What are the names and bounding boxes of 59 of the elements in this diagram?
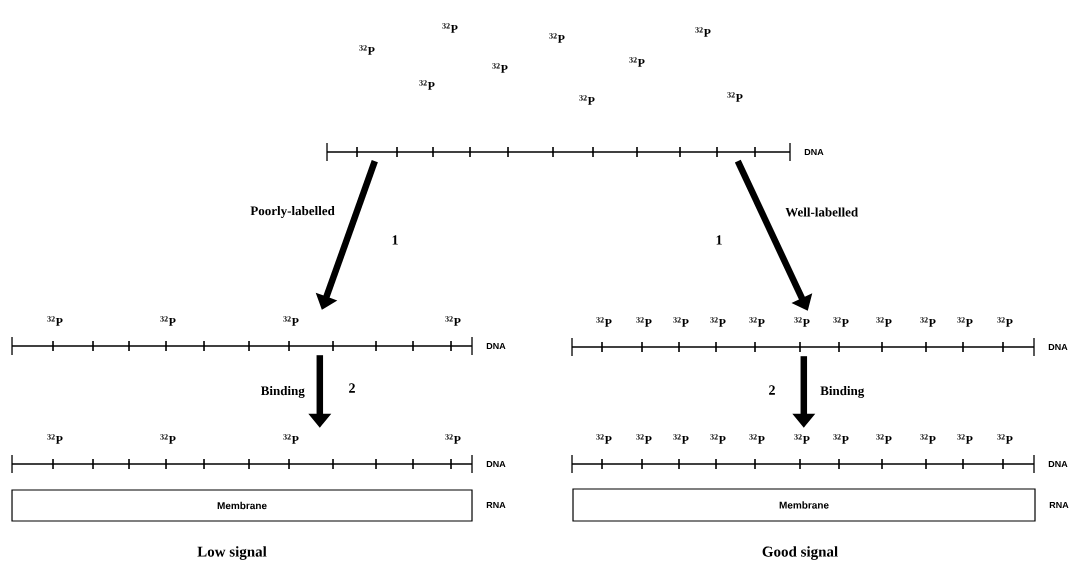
- isotope-label: $^{32}$P: [673, 317, 689, 327]
- beside-label: DNA: [486, 342, 506, 350]
- isotope-label: $^{32}$P: [997, 434, 1013, 444]
- isotope-label: $^{32}$P: [549, 33, 565, 43]
- dna-strand-drawing: [326, 142, 791, 162]
- isotope-label: $^{32}$P: [876, 317, 892, 327]
- isotope-label: $^{32}$P: [419, 80, 435, 90]
- isotope-label: $^{32}$P: [920, 317, 936, 327]
- step-number: 1: [392, 235, 398, 245]
- isotope-label: $^{32}$P: [794, 434, 810, 444]
- edge-label: Binding: [260, 386, 305, 398]
- isotope-label: $^{32}$P: [442, 23, 458, 33]
- isotope-label: $^{32}$P: [833, 317, 849, 327]
- beside-label: DNA: [1048, 460, 1068, 468]
- isotope-label: $^{32}$P: [629, 57, 645, 67]
- caption: Good signal: [762, 546, 838, 560]
- isotope-label: $^{32}$P: [160, 316, 176, 326]
- isotope-label: $^{32}$P: [957, 434, 973, 444]
- step-number: 2: [349, 383, 355, 393]
- isotope-label: $^{32}$P: [359, 45, 375, 55]
- step-number: 1: [716, 235, 722, 245]
- isotope-label: $^{32}$P: [160, 434, 176, 444]
- isotope-label: $^{32}$P: [727, 92, 743, 102]
- beside-label: DNA: [804, 148, 824, 156]
- isotope-label: $^{32}$P: [579, 95, 595, 105]
- isotope-label: $^{32}$P: [492, 63, 508, 73]
- beside-label: DNA: [486, 460, 506, 468]
- step-number: 2: [769, 385, 775, 395]
- isotope-label: $^{32}$P: [445, 316, 461, 326]
- isotope-label: $^{32}$P: [695, 27, 711, 37]
- isotope-label: $^{32}$P: [749, 434, 765, 444]
- beside-label: RNA: [486, 501, 506, 509]
- edge-label: Well-labelled: [785, 207, 858, 217]
- isotope-label: $^{32}$P: [47, 316, 63, 326]
- membrane-box: Membrane: [11, 489, 473, 522]
- edge-label: Binding: [820, 386, 865, 398]
- isotope-label: $^{32}$P: [636, 434, 652, 444]
- isotope-label: $^{32}$P: [920, 434, 936, 444]
- membrane-box: Membrane: [572, 488, 1036, 522]
- beside-label: RNA: [1049, 501, 1069, 509]
- isotope-label: $^{32}$P: [997, 317, 1013, 327]
- caption: Low signal: [197, 546, 267, 560]
- isotope-label: $^{32}$P: [596, 317, 612, 327]
- isotope-label: $^{32}$P: [47, 434, 63, 444]
- isotope-label: $^{32}$P: [957, 317, 973, 327]
- isotope-label: $^{32}$P: [636, 317, 652, 327]
- isotope-label: $^{32}$P: [596, 434, 612, 444]
- isotope-label: $^{32}$P: [794, 317, 810, 327]
- isotope-label: $^{32}$P: [673, 434, 689, 444]
- isotope-label: $^{32}$P: [710, 434, 726, 444]
- isotope-label: $^{32}$P: [749, 317, 765, 327]
- isotope-label: $^{32}$P: [283, 434, 299, 444]
- edge-label: Poorly-labelled: [250, 206, 335, 218]
- isotope-label: $^{32}$P: [833, 434, 849, 444]
- isotope-label: $^{32}$P: [445, 434, 461, 444]
- isotope-label: $^{32}$P: [876, 434, 892, 444]
- isotope-label: $^{32}$P: [283, 316, 299, 326]
- beside-label: DNA: [1048, 343, 1068, 351]
- isotope-label: $^{32}$P: [710, 317, 726, 327]
